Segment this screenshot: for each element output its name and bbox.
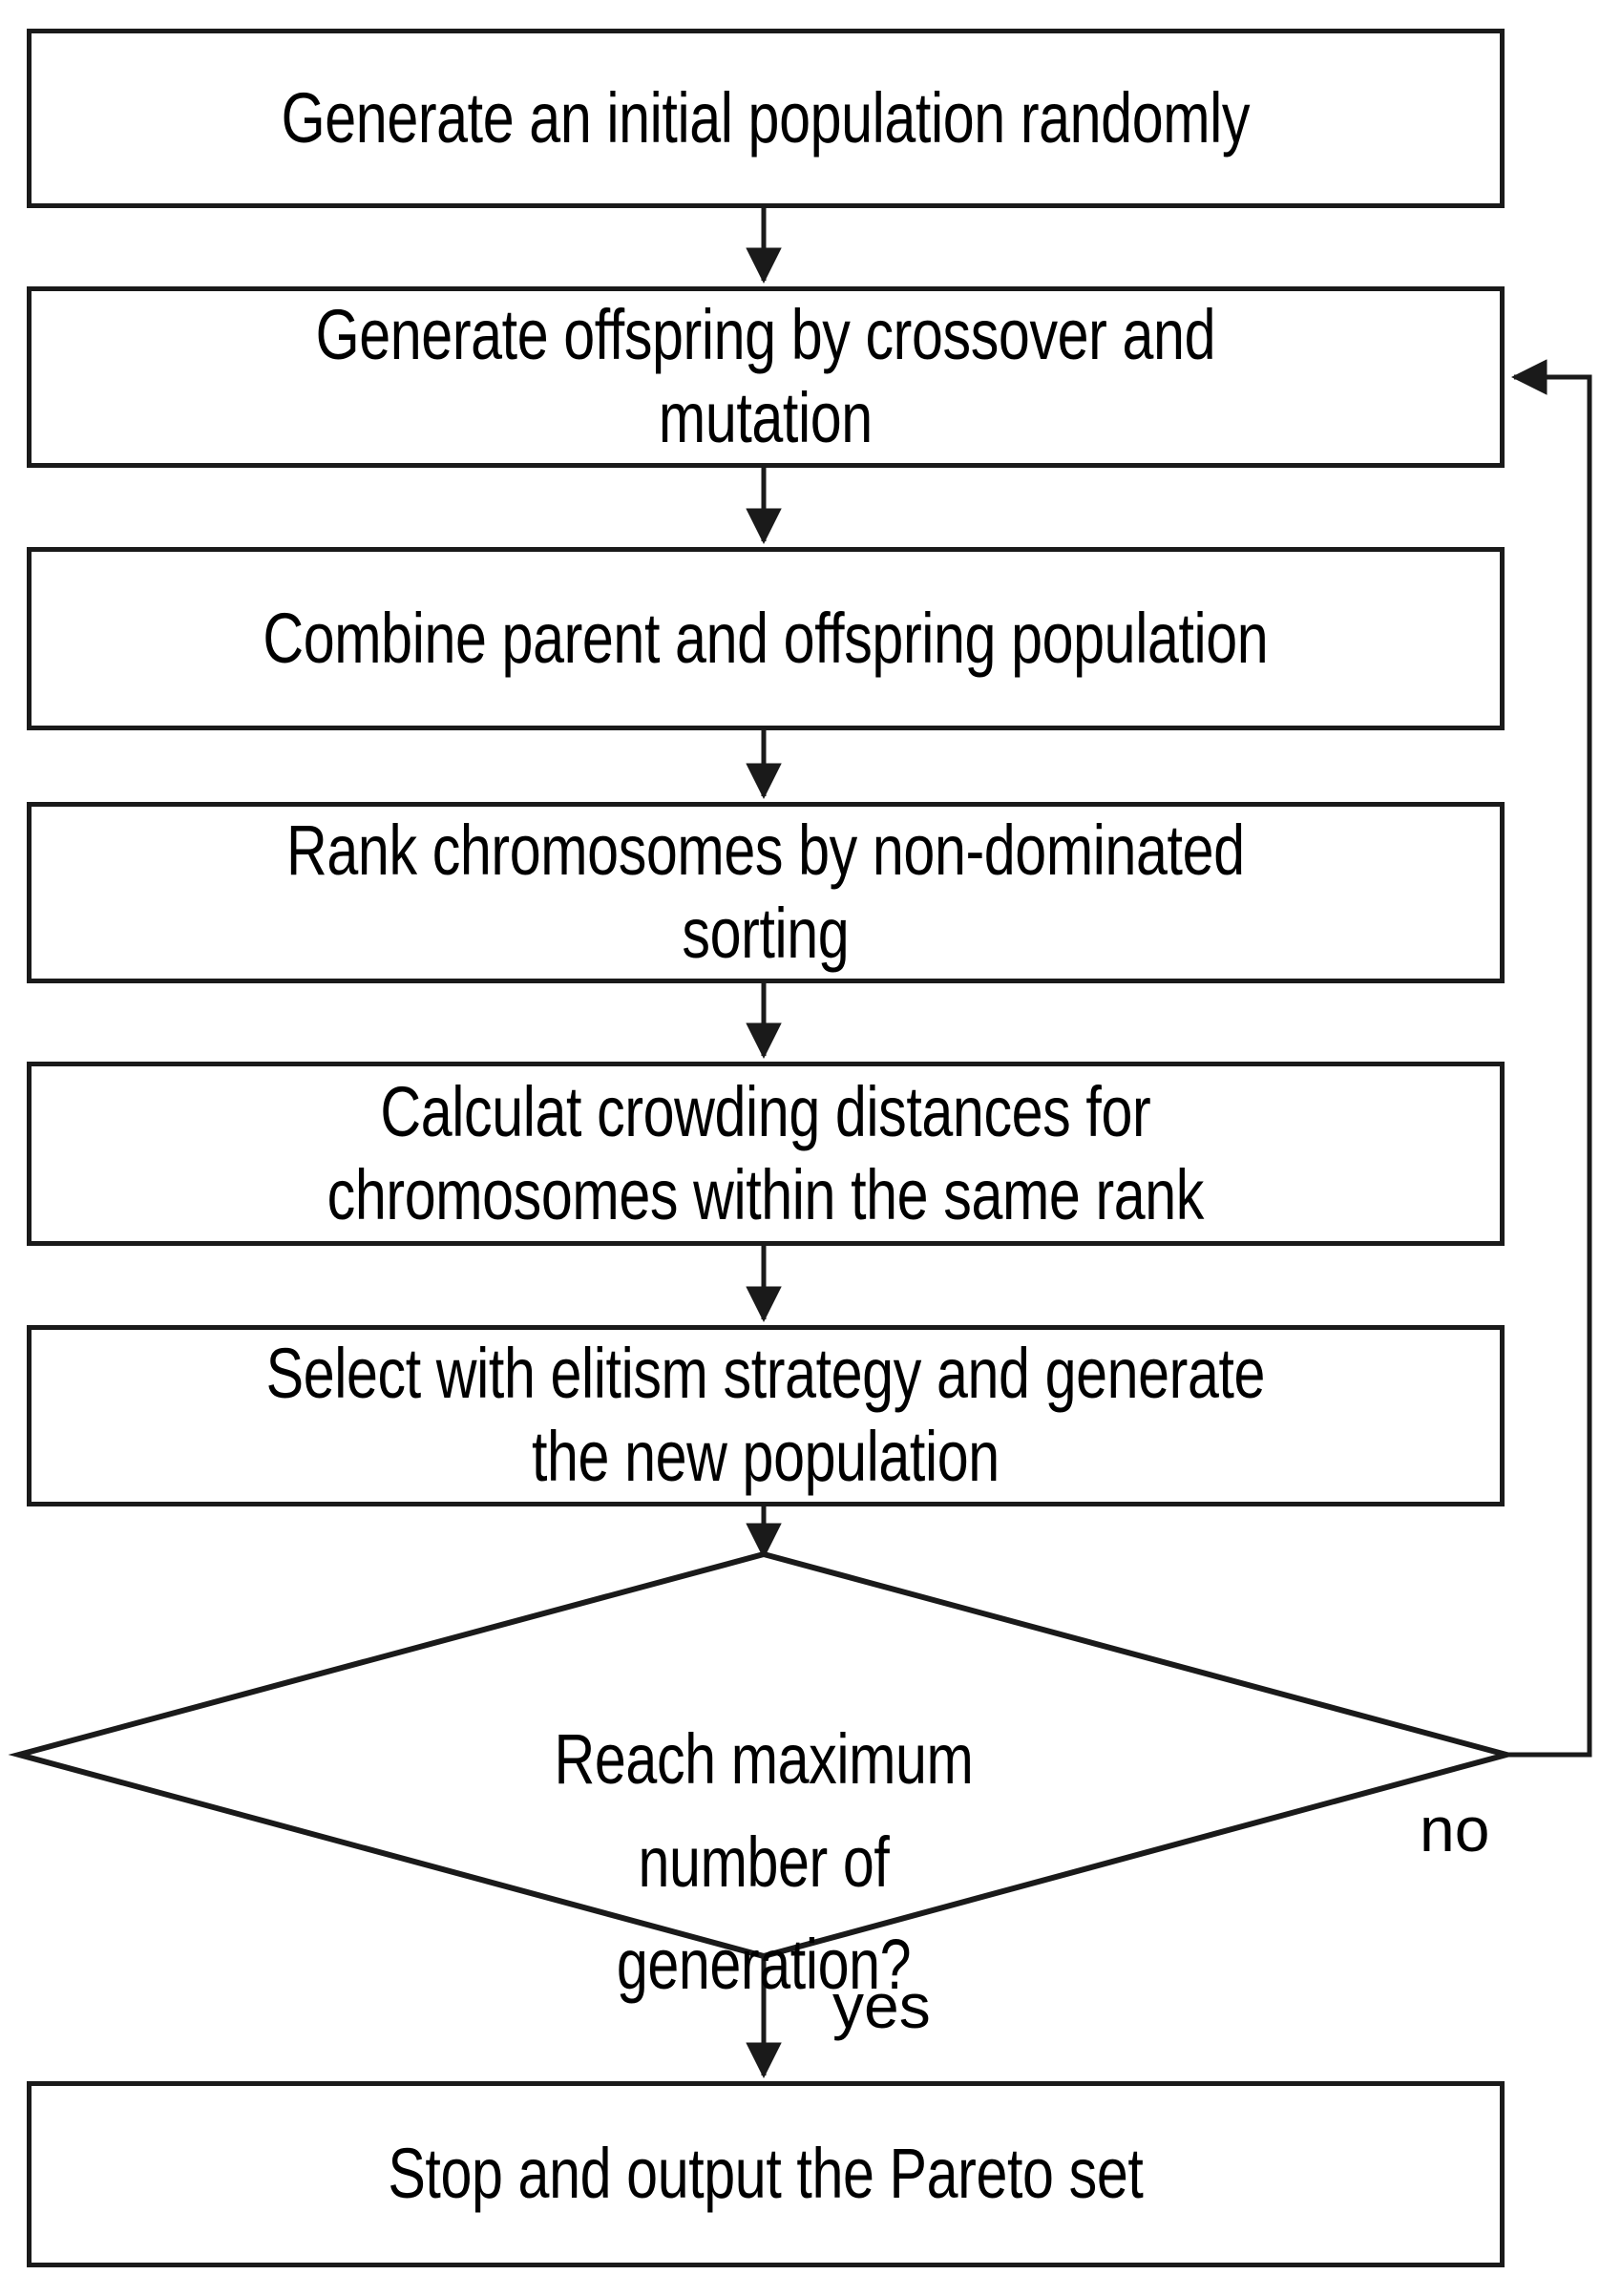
node-label: Generate offspring by crossover and muta… [315,295,1216,457]
node-generate-initial-population: Generate an initial population randomly [27,29,1505,208]
node-decision-max-generation-label: Reach maximum number of generation? [458,1606,1069,2015]
branch-no-text: no [1420,1794,1490,1864]
branch-label-no: no [1420,1798,1489,1861]
node-stop-output-pareto-set: Stop and output the Pareto set [27,2081,1505,2267]
node-rank-chromosomes: Rank chromosomes by non-dominated sortin… [27,802,1505,983]
node-label: Select with elitism strategy and generat… [265,1334,1266,1496]
branch-yes-text: yes [832,1970,931,2041]
node-label: Calculat crowding distances for chromoso… [326,1071,1205,1234]
branch-label-yes: yes [832,1974,931,2037]
decision-label-text: Reach maximum number of generation? [554,1719,974,2004]
node-label: Generate an initial population randomly [281,77,1251,158]
node-generate-offspring: Generate offspring by crossover and muta… [27,286,1505,468]
node-calculate-crowding-distances: Calculat crowding distances for chromoso… [27,1062,1505,1246]
node-label: Stop and output the Pareto set [388,2134,1144,2214]
node-label: Combine parent and offspring population [263,598,1269,678]
node-label: Rank chromosomes by non-dominated sortin… [286,811,1245,973]
node-select-elitism: Select with elitism strategy and generat… [27,1325,1505,1506]
edge-n7-n2-no [1506,359,1592,1758]
node-combine-populations: Combine parent and offspring population [27,547,1505,730]
